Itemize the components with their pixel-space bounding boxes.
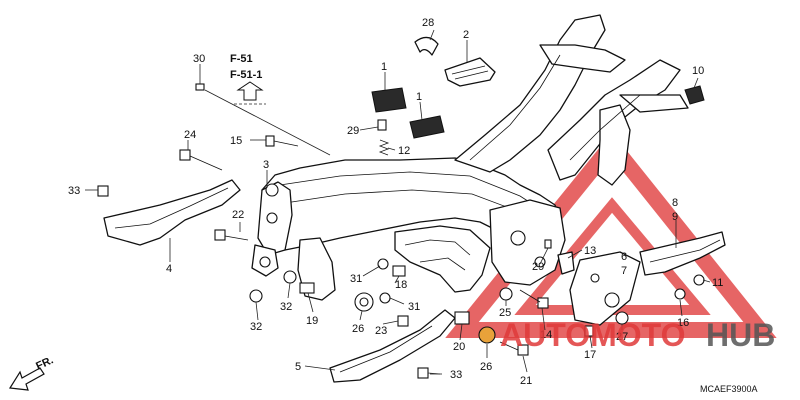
callout-11: 11 — [712, 277, 723, 289]
callout-9: 9 — [672, 211, 678, 223]
callout-17: 17 — [584, 349, 596, 361]
callout-28: 28 — [422, 17, 434, 29]
figure-code: MCAEF3900A — [700, 384, 758, 394]
callout-21: 21 — [520, 375, 532, 387]
arrow-icon — [8, 367, 45, 391]
part-31-bolt-upper — [377, 258, 389, 270]
part-4-stay — [103, 179, 241, 246]
callout-15: 15 — [230, 135, 242, 147]
callout-2: 2 — [463, 29, 469, 41]
part-22-bolt — [214, 229, 249, 241]
callout-5: 5 — [295, 361, 301, 373]
watermark-text-left: AUTOMOTO — [500, 317, 685, 353]
part-11-bolt — [693, 274, 705, 286]
part-26-bushing-right — [478, 326, 496, 344]
callout-31-lower: 31 — [408, 301, 420, 313]
callout-12: 12 — [398, 145, 410, 157]
part-1-rubber-lower — [409, 115, 445, 139]
part-32-nut-lower — [249, 289, 263, 303]
part-5-stay — [329, 309, 456, 383]
part-13-collar — [557, 251, 575, 275]
callout-6: 6 — [621, 251, 627, 263]
part-2-bracket — [444, 57, 496, 87]
part-23-bolt — [397, 315, 409, 327]
part-12-spring — [378, 139, 390, 156]
callout-19: 19 — [306, 315, 318, 327]
part-6-7-plate — [569, 251, 641, 326]
part-30-bolt — [195, 83, 205, 91]
callout-1-lower: 1 — [416, 91, 422, 103]
part-15-bolt — [265, 135, 299, 147]
callout-29-right: 29 — [532, 261, 544, 273]
callout-26-left: 26 — [352, 323, 364, 335]
callout-26-right: 26 — [480, 361, 492, 373]
part-21-bolt — [499, 341, 529, 356]
callout-16: 16 — [677, 317, 689, 329]
callout-7: 7 — [621, 265, 627, 277]
callout-24: 24 — [184, 129, 196, 141]
part-20-collar — [454, 311, 470, 325]
arrow-up-icon — [236, 81, 264, 101]
part-26-bushing-left — [354, 292, 374, 312]
callout-30: 30 — [193, 53, 205, 65]
callout-23: 23 — [375, 325, 387, 337]
callout-31-upper: 31 — [350, 273, 362, 285]
callout-4: 4 — [166, 263, 172, 275]
callout-32-upper: 32 — [280, 301, 292, 313]
part-17-bolt — [584, 325, 594, 337]
callouts: 1 1 2 3 4 5 6 7 8 9 10 11 12 13 14 15 16… — [68, 17, 723, 387]
front-arrow: FR. — [8, 354, 55, 391]
reference-line-1: F-51 — [230, 53, 253, 65]
part-14-bolt — [519, 289, 549, 309]
reference-block: F-51 F-51-1 — [230, 53, 266, 105]
reference-line-2: F-51-1 — [230, 69, 262, 81]
callout-18: 18 — [395, 279, 407, 291]
part-33-bolt-lower — [417, 367, 429, 379]
callout-27: 27 — [616, 331, 628, 343]
part-28-clip — [414, 36, 439, 56]
part-19-collar — [299, 282, 315, 294]
callout-8: 8 — [672, 197, 678, 209]
callout-32-lower: 32 — [250, 321, 262, 333]
callout-33-lower: 33 — [450, 369, 462, 381]
callout-20: 20 — [453, 341, 465, 353]
callout-25: 25 — [499, 307, 511, 319]
part-24-bolt — [179, 149, 223, 171]
callout-10: 10 — [692, 65, 704, 77]
watermark-text: AUTOMOTO HUB — [500, 317, 775, 353]
callout-3: 3 — [263, 159, 269, 171]
part-1-rubber-upper — [371, 87, 407, 113]
part-8-9-bracket — [639, 231, 726, 276]
leader-lines — [85, 29, 711, 375]
part-18-collar — [392, 265, 406, 277]
watermark-text-right: HUB — [706, 317, 775, 353]
part-16-bolt — [674, 288, 686, 300]
callout-14: 14 — [540, 329, 552, 341]
part-10-cap — [684, 85, 705, 105]
front-label: FR. — [34, 354, 55, 372]
main-frame — [251, 14, 689, 301]
part-29-collar-right — [544, 239, 552, 249]
part-33-bolt-left — [97, 185, 109, 197]
callout-13: 13 — [584, 245, 596, 257]
callout-29-left: 29 — [347, 125, 359, 137]
callout-22: 22 — [232, 209, 244, 221]
part-29-collar — [377, 119, 387, 131]
part-32-nut-upper — [283, 270, 297, 284]
part-31-bolt-lower — [379, 292, 391, 304]
callout-33-left: 33 — [68, 185, 80, 197]
callout-1-upper: 1 — [381, 61, 387, 73]
part-25-nut — [499, 287, 513, 301]
